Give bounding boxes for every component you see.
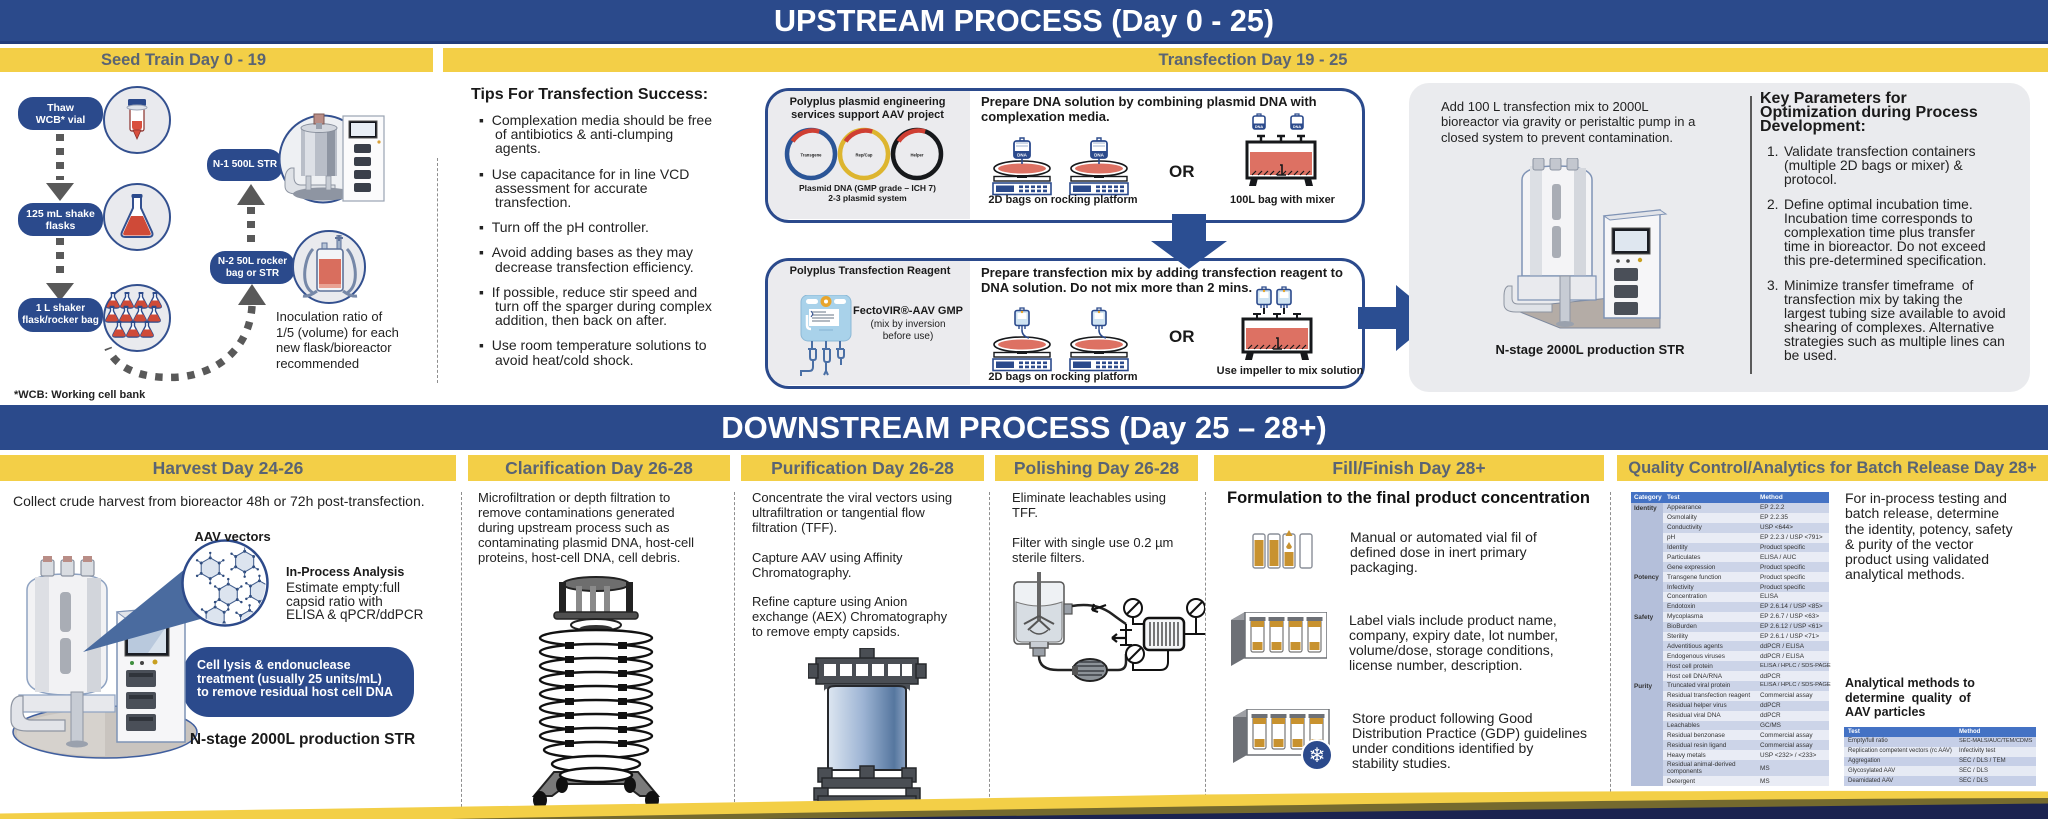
- svg-text:DNA: DNA: [1293, 125, 1301, 129]
- svg-text:❄: ❄: [1309, 745, 1326, 767]
- svg-text:Rep/Cap: Rep/Cap: [856, 153, 873, 158]
- svg-text:Transgene: Transgene: [801, 153, 823, 158]
- svg-text:DNA: DNA: [1255, 125, 1263, 129]
- svg-text:Helper: Helper: [910, 153, 923, 158]
